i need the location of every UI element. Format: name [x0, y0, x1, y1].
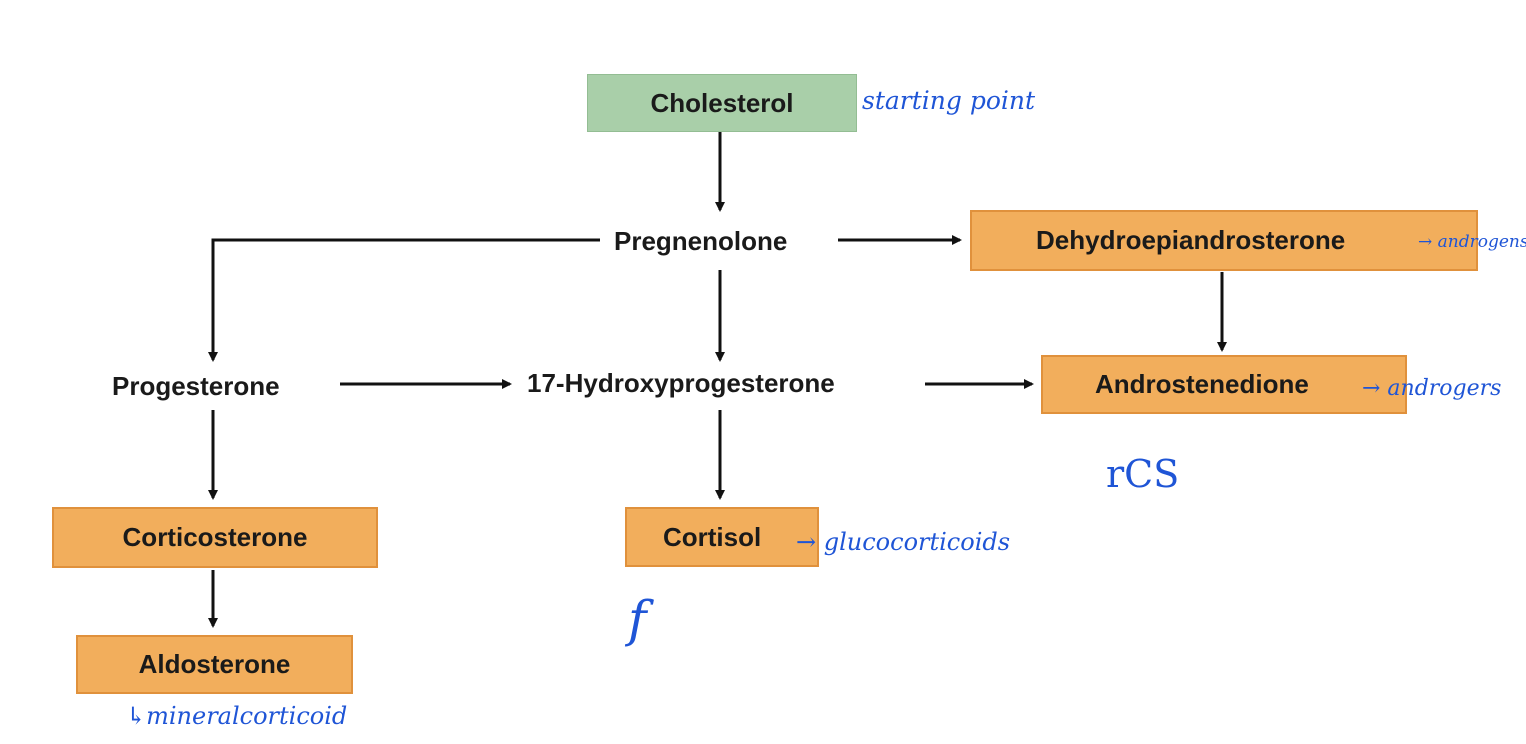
dhea-box: Dehydroepiandrosterone: [970, 210, 1478, 271]
cortisol-box: Cortisol: [625, 507, 819, 567]
dhea-androgens-annotation: → androgens: [1418, 232, 1526, 252]
zone-r-annotation: rCS: [1106, 452, 1180, 496]
progesterone-label: Progesterone: [112, 371, 280, 401]
aldosterone-box: Aldosterone: [76, 635, 353, 694]
androstenedione-androgens-annotation: → androgers: [1362, 376, 1502, 401]
zone-f-annotation: f: [628, 590, 647, 648]
cortisol-glucocorticoids-annotation: → glucocorticoids: [796, 528, 1011, 556]
cholesterol-box: Cholesterol: [587, 74, 857, 132]
aldosterone-mineralocorticoid-annotation: ↳mineralcorticoid: [126, 702, 348, 730]
corticosterone-box: Corticosterone: [52, 507, 378, 568]
17-hydroxyprogesterone-label: 17-Hydroxyprogesterone: [527, 368, 835, 398]
starting-point-annotation: starting point: [862, 86, 1036, 115]
pregnenolone-label: Pregnenolone: [614, 226, 788, 256]
androstenedione-box: Androstenedione: [1041, 355, 1407, 414]
arrow-pregnenolone-to-progesterone: [208, 238, 600, 362]
